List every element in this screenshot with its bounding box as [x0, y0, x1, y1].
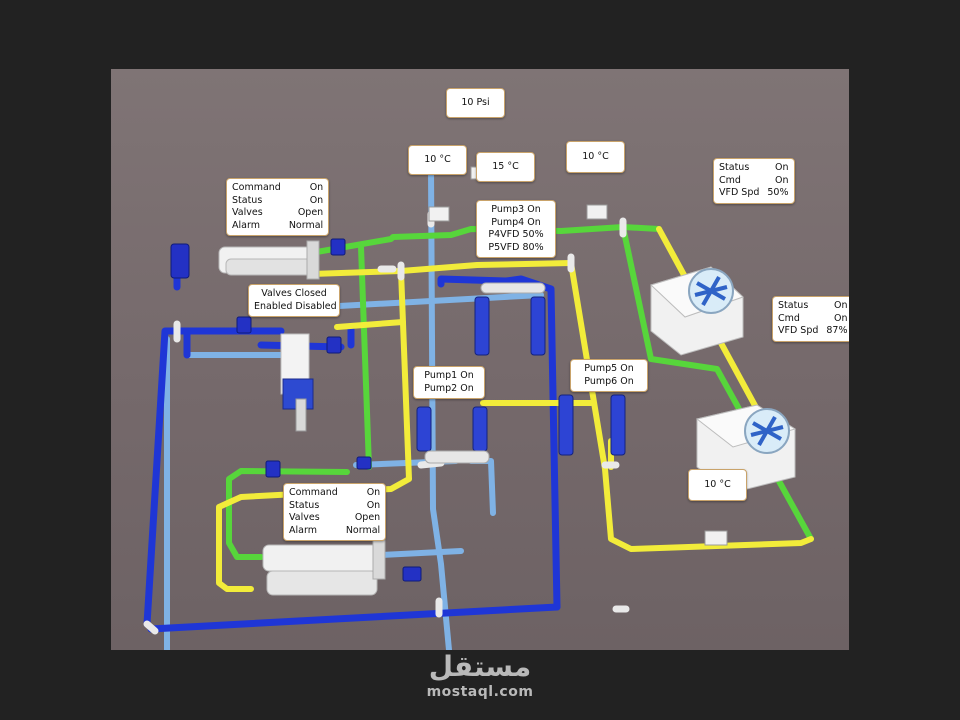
pump-line: Pump1 On: [424, 370, 474, 381]
row-key: Status: [289, 499, 320, 511]
pressure-label: 10 Psi: [446, 88, 505, 118]
row-key: Valves: [232, 207, 263, 218]
row-key: Alarm: [289, 524, 317, 536]
pumps-5-6-panel: Pump5 On Pump6 On: [570, 359, 648, 392]
row-value: 87%: [826, 325, 848, 336]
temp-label-bottom-right: 10 °C: [688, 469, 747, 501]
mostaql-watermark: مستقل mostaql.com: [0, 650, 960, 710]
temp-value-left: 10 °C: [424, 153, 451, 165]
row-key: Status: [778, 300, 809, 311]
temp-value-bottom-right: 10 °C: [704, 478, 731, 490]
pump-line: Pump2 On: [424, 382, 474, 394]
row-value: Normal: [288, 219, 324, 231]
temp-label-right: 10 °C: [566, 141, 625, 173]
row-value: On: [834, 312, 848, 324]
pressure-value: 10 Psi: [461, 96, 490, 108]
cooling-tower-2: [695, 404, 797, 494]
row-key: Command: [289, 487, 338, 498]
pumps-1-2-panel: Pump1 On Pump2 On: [413, 366, 485, 399]
row-key: Command: [232, 182, 281, 193]
row-value: On: [366, 499, 381, 511]
row-key: Alarm: [232, 219, 260, 231]
temp-value-mid: 15 °C: [492, 160, 519, 172]
pump-line: Pump6 On: [584, 375, 634, 387]
chiller-unit-bottom: [262, 538, 386, 596]
row-key: Status: [719, 162, 750, 173]
row-key: Valves: [289, 512, 320, 523]
pipe-fittings: [143, 210, 630, 635]
pump-line: Pump4 On: [491, 216, 541, 228]
pump-line: P5VFD 80%: [488, 241, 544, 253]
pumps-3-4-panel: Pump3 On Pump4 On P4VFD 50% P5VFD 80%: [476, 200, 556, 258]
pump-line: Pump5 On: [584, 363, 634, 374]
row-value: On: [309, 182, 324, 193]
pump-set-5-6: [558, 394, 626, 456]
piping-drawing: [143, 166, 814, 650]
pump-line: Pump3 On: [491, 204, 541, 215]
heat-exchanger: [280, 333, 314, 432]
valves-line: Enabled Disabled: [254, 300, 337, 312]
row-value: Normal: [345, 524, 381, 536]
watermark-latin: mostaql.com: [426, 684, 534, 700]
row-key: Status: [232, 194, 263, 206]
row-value: On: [309, 194, 324, 206]
cooling-tower-1: [650, 266, 744, 356]
pump-line: P4VFD 50%: [488, 229, 544, 240]
temp-value-right: 10 °C: [582, 150, 609, 162]
yellow-pipes: [216, 226, 814, 592]
row-key: Cmd: [719, 174, 741, 186]
sensors: [428, 166, 728, 546]
temp-label-left: 10 °C: [408, 145, 467, 175]
row-key: Cmd: [778, 312, 800, 324]
valves-line: Valves Closed: [261, 288, 327, 299]
watermark-arabic: مستقل: [428, 650, 532, 683]
row-value: On: [834, 300, 848, 311]
row-value: On: [775, 162, 789, 173]
row-key: VFD Spd: [719, 187, 760, 198]
valves: [170, 238, 422, 582]
row-value: Open: [354, 512, 381, 523]
chiller-unit-top: [218, 240, 320, 280]
valves-status-panel: Valves Closed Enabled Disabled: [248, 284, 340, 317]
row-value: On: [366, 487, 381, 498]
pump-set-1-2: [416, 406, 490, 464]
row-value: On: [775, 174, 789, 186]
pump-set-3-4: [474, 282, 546, 356]
row-value: 50%: [767, 187, 789, 198]
temp-label-mid: 15 °C: [476, 152, 535, 182]
row-key: VFD Spd: [778, 325, 819, 336]
row-value: Open: [297, 207, 324, 218]
